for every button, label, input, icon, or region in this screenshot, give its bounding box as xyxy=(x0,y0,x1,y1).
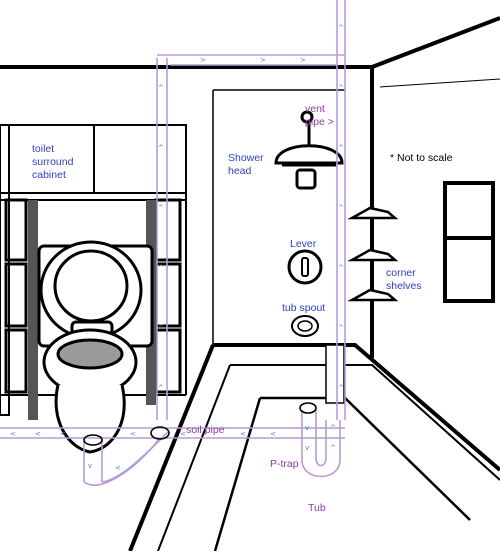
tub-label: Tub xyxy=(308,502,326,514)
flow-arrows: < < < < < < < ^ ^ ^ ^ ^ ^ > > > ^ ^ ^ ^ … xyxy=(10,24,344,472)
svg-text:^: ^ xyxy=(158,84,164,92)
svg-text:v: v xyxy=(305,444,309,452)
svg-text:^: ^ xyxy=(338,264,344,272)
p-trap-label: P-trap xyxy=(270,458,299,470)
svg-text:<: < xyxy=(270,430,276,438)
shower-head-line-1: Shower xyxy=(228,152,264,164)
lever-label: Lever xyxy=(290,238,317,250)
toilet-surround-line-1: toilet xyxy=(32,143,55,155)
toilet-surround-line-2: surround xyxy=(32,156,74,168)
corner-shelves-label: corner shelves xyxy=(386,267,422,293)
svg-text:<: < xyxy=(60,430,66,438)
vent-pipe-line-1: vent xyxy=(305,103,325,115)
soil-pipe-label: soil pipe xyxy=(186,424,225,436)
shower-head-line-2: head xyxy=(228,165,252,177)
svg-text:v: v xyxy=(88,462,92,470)
svg-text:^: ^ xyxy=(158,144,164,152)
svg-text:^: ^ xyxy=(158,204,164,212)
svg-text:^: ^ xyxy=(338,324,344,332)
pipes xyxy=(0,0,346,486)
corner-shelves-line-1: corner xyxy=(386,267,416,279)
not-to-scale-note: * Not to scale xyxy=(390,152,453,164)
vent-pipe-line-2: pipe > xyxy=(305,116,334,128)
svg-text:^: ^ xyxy=(338,144,344,152)
svg-text:<: < xyxy=(130,430,136,438)
toilet-surround-line-3: cabinet xyxy=(32,169,66,181)
svg-text:^: ^ xyxy=(338,204,344,212)
svg-text:>: > xyxy=(300,56,306,64)
lever-icon xyxy=(287,249,323,285)
corner-shelves-line-2: shelves xyxy=(386,280,422,292)
svg-text:<: < xyxy=(240,430,246,438)
svg-text:^: ^ xyxy=(338,24,344,32)
svg-text:^: ^ xyxy=(338,84,344,92)
toilet-surround-label: toilet surround cabinet xyxy=(32,143,73,182)
svg-text:^: ^ xyxy=(330,424,336,432)
svg-text:^: ^ xyxy=(158,324,164,332)
svg-text:<: < xyxy=(35,430,41,438)
svg-text:v: v xyxy=(305,424,309,432)
svg-text:^: ^ xyxy=(338,384,344,392)
shower-head-label: Shower head xyxy=(228,152,264,178)
shower-head-icon xyxy=(274,110,344,190)
corner-shelves xyxy=(347,206,399,302)
svg-text:<: < xyxy=(10,430,16,438)
vent-pipe-label: vent pipe > xyxy=(305,103,334,129)
toilet xyxy=(37,240,154,454)
svg-text:>: > xyxy=(200,56,206,64)
tub-spout-icon xyxy=(291,315,319,337)
svg-text:>: > xyxy=(260,56,266,64)
svg-text:^: ^ xyxy=(158,264,164,272)
tub-spout-label: tub spout xyxy=(282,302,326,314)
svg-text:<: < xyxy=(115,464,121,472)
svg-text:^: ^ xyxy=(330,444,336,452)
svg-text:^: ^ xyxy=(158,384,164,392)
svg-text:<: < xyxy=(180,430,186,438)
